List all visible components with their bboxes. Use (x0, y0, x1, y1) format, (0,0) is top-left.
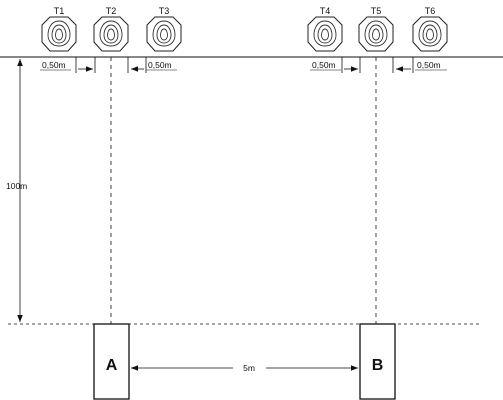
target-t2: T2 (93, 6, 129, 52)
position-label: A (106, 357, 118, 374)
position-label: B (372, 357, 384, 374)
target-label: T3 (159, 6, 170, 16)
spacing-right-2: 0,50m (392, 57, 447, 73)
target-label: T2 (106, 6, 117, 16)
target-t1: T1 (41, 6, 77, 52)
lane-distance-label: 5m (243, 363, 255, 373)
target-label: T5 (371, 6, 382, 16)
spacing-label: 0,50m (42, 60, 66, 70)
target-t3: T3 (146, 6, 182, 52)
spacing-label: 0,50m (148, 60, 172, 70)
target-t6: T6 (412, 6, 448, 52)
spacing-right-1: 0,50m (310, 57, 361, 73)
target-label: T6 (425, 6, 436, 16)
lane-distance-dimension: 5m (131, 363, 358, 373)
spacing-left-2: 0,50m (127, 57, 177, 73)
range-distance-label: 100m (6, 181, 27, 191)
position-a: A (93, 323, 130, 400)
target-label: T1 (54, 6, 65, 16)
target-t5: T5 (358, 6, 394, 52)
spacing-label: 0,50m (417, 60, 441, 70)
target-label: T4 (320, 6, 331, 16)
range-distance-dimension: 100m (6, 59, 27, 322)
spacing-left-1: 0,50m (40, 57, 96, 73)
target-t4: T4 (307, 6, 343, 52)
spacing-label: 0,50m (312, 60, 336, 70)
position-b: B (359, 323, 396, 400)
